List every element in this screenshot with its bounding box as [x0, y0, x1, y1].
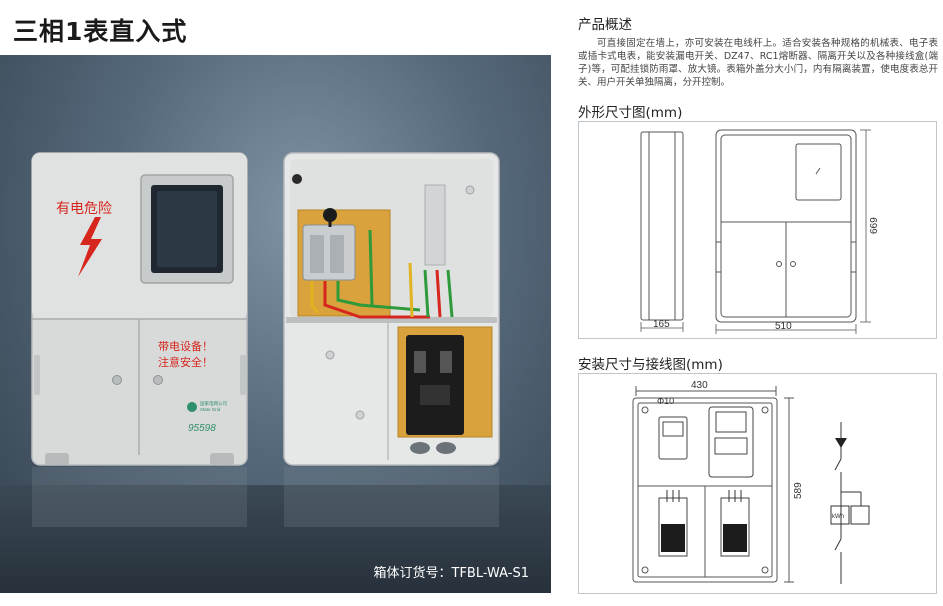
install-drawing: 430 Φ10 589 kWh [578, 373, 937, 594]
photo-floor [0, 485, 551, 593]
grid-logo-icon [187, 402, 197, 412]
arrow-down-icon [835, 438, 847, 448]
dim-width: 510 [775, 321, 792, 332]
dim-depth: 165 [653, 319, 670, 330]
warning-line2: 注意安全！ [158, 355, 213, 369]
dim-hole: Φ10 [657, 396, 674, 406]
open-box [283, 152, 500, 466]
product-photo: 有电危险 带电设备！ 注意安全！ 国家电网公司 State Grid 95598… [0, 55, 551, 593]
logo-sub: State Grid [200, 407, 221, 412]
page-title: 三相1表直入式 [13, 17, 188, 46]
danger-text: 有电危险 [56, 200, 112, 216]
breaker-icon [723, 524, 747, 552]
warning-line1: 带电设备！ [158, 339, 213, 353]
outline-drawing: 165 510 669 [578, 121, 937, 339]
order-number-caption: 箱体订货号：TFBL-WA-S1 [373, 566, 529, 581]
hotline-text: 95598 [188, 423, 216, 434]
front-box [31, 152, 248, 466]
outline-heading: 外形尺寸图(mm) [578, 105, 683, 121]
dim-install-height: 589 [793, 482, 804, 499]
overview-heading: 产品概述 [578, 17, 632, 33]
lightning-icon [78, 217, 102, 277]
breaker-icon [661, 524, 685, 552]
logo-text: 国家电网公司 [200, 400, 227, 407]
overview-text: 可直接固定在墙上，亦可安装在电线杆上。适合安装各种规格的机械表、电子表或插卡式电… [578, 38, 938, 88]
kwh-label: kWh [832, 514, 844, 520]
install-heading: 安装尺寸与接线图(mm) [578, 357, 723, 373]
meter-box-illustration: 有电危险 带电设备！ 注意安全！ 国家电网公司 State Grid 95598 [31, 152, 500, 527]
dim-height: 669 [869, 217, 880, 234]
dim-install-width: 430 [691, 380, 708, 391]
